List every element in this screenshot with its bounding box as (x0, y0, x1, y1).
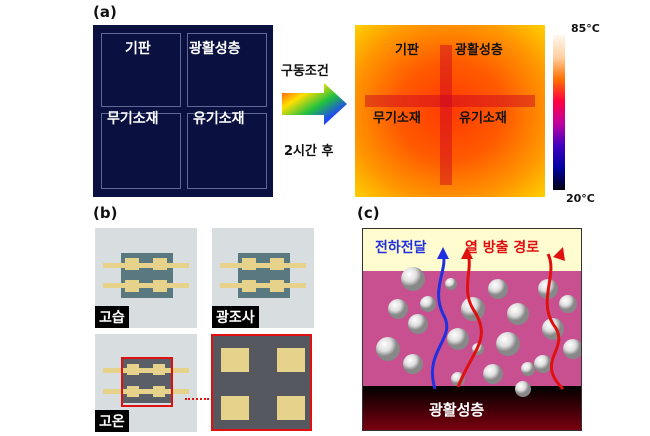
heat-path-label: 열 방출 경로 (465, 240, 540, 256)
thermal-label-inorganic: 무기소재 (373, 111, 421, 126)
tag-humidity: 고습 (95, 306, 129, 328)
label-active-layer: 광활성층 (189, 41, 241, 57)
duration-label: 2시간 후 (284, 144, 334, 159)
tag-heat: 고온 (95, 410, 129, 432)
optical-image: 기판 광활성층 무기소재 유기소재 (93, 25, 273, 197)
thermal-label-active: 광활성층 (455, 43, 503, 58)
thermal-label-organic: 유기소재 (459, 111, 507, 126)
panel-c-label: (c) (357, 204, 380, 222)
colorbar-max: 85°C (571, 22, 600, 35)
thermal-image: 기판 광활성층 무기소재 유기소재 (355, 25, 545, 197)
zoom-arrow (185, 398, 209, 400)
schematic: 전하전달 열 방출 경로 광활성층 (362, 228, 582, 431)
label-inorganic: 무기소재 (107, 111, 159, 127)
photo-light: 광조사 (212, 228, 314, 328)
condition-label: 구동조건 (281, 64, 329, 79)
panel-a-label: (a) (93, 3, 117, 21)
label-substrate: 기판 (125, 41, 151, 57)
panel-b-label: (b) (93, 204, 118, 222)
tag-light: 광조사 (212, 306, 259, 328)
label-organic: 유기소재 (193, 111, 245, 127)
colorbar-min: 20°C (566, 192, 595, 205)
charge-transfer-label: 전하전달 (375, 240, 427, 256)
thermal-label-substrate: 기판 (395, 43, 419, 58)
photo-humidity: 고습 (95, 228, 197, 328)
photo-zoom (211, 334, 312, 431)
colorbar (553, 35, 565, 190)
photo-heat: 고온 (95, 334, 197, 432)
arrow-icon (282, 83, 347, 125)
active-layer-label: 광활성층 (429, 401, 485, 419)
